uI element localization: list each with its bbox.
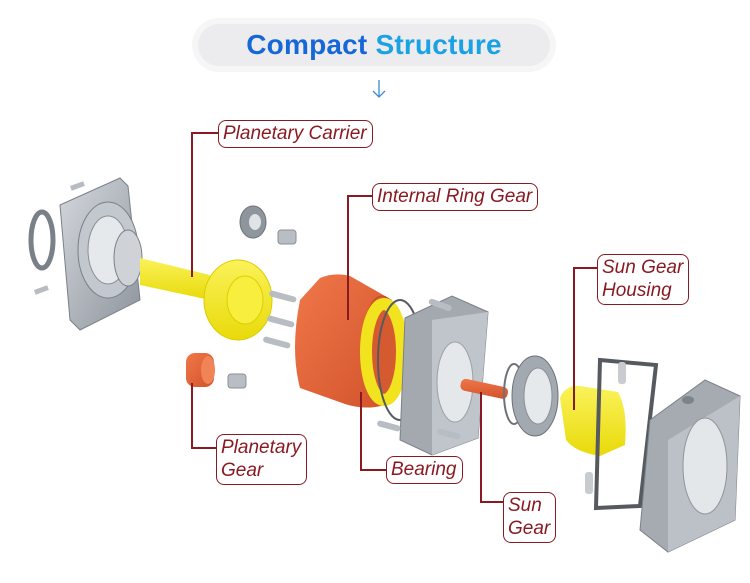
leader-lines	[191, 132, 597, 503]
leader-planetary-gear	[191, 383, 216, 449]
planetary-gear-part	[186, 353, 215, 387]
callout-bearing: Bearing	[386, 456, 463, 484]
callout-sun-gear: Sun Gear	[503, 492, 557, 543]
output-housing	[639, 379, 741, 553]
planetary-carrier-part	[140, 258, 297, 349]
large-bearing	[503, 355, 559, 437]
arrow-down-icon	[372, 80, 386, 98]
leader-internal-ring-gear	[347, 195, 372, 320]
callout-planetary-carrier: Planetary Carrier	[218, 120, 373, 148]
leader-sun-gear	[480, 392, 503, 503]
title-word-compact: Compact	[246, 29, 368, 60]
leader-planetary-carrier	[191, 132, 218, 277]
callout-sun-gear-housing: Sun Gear Housing	[597, 254, 690, 305]
page-title: Compact Structure	[246, 29, 501, 61]
title-word-structure: Structure	[375, 29, 502, 60]
leader-bearing	[360, 392, 386, 471]
gasket-plate	[585, 357, 659, 511]
middle-housing	[377, 295, 489, 456]
sun-gear-part	[460, 378, 509, 399]
sun-gear-housing-part	[560, 385, 626, 456]
title-banner: Compact Structure	[198, 24, 550, 66]
small-bearing	[227, 205, 297, 389]
leader-sun-gear-housing	[573, 267, 597, 410]
callout-planetary-gear: Planetary Gear	[216, 434, 308, 485]
input-flange	[28, 177, 143, 331]
callout-internal-ring-gear: Internal Ring Gear	[372, 183, 539, 211]
